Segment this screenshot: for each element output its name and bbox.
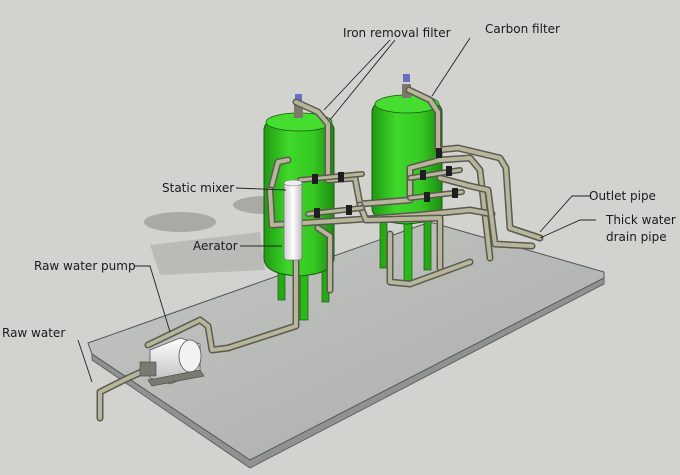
leader-lines (77, 37, 596, 383)
carbon-filter-label: Carbon filter (485, 22, 560, 36)
raw-water-pump-label: Raw water pump (34, 259, 136, 273)
thick-water-drain-label-line1: Thick water (605, 213, 676, 227)
thick-water-drain-label-line2: drain pipe (606, 230, 667, 244)
pipe-network (96, 86, 544, 422)
static-mixer-label: Static mixer (162, 181, 234, 195)
raw-water-label: Raw water (2, 326, 65, 340)
raw-water-pump (139, 337, 205, 387)
static-mixer (283, 179, 303, 261)
iron-removal-filter-label: Iron removal filter (343, 26, 451, 40)
outlet-pipe-label: Outlet pipe (589, 189, 656, 203)
aerator-label: Aerator (193, 239, 238, 253)
valves (312, 148, 458, 218)
